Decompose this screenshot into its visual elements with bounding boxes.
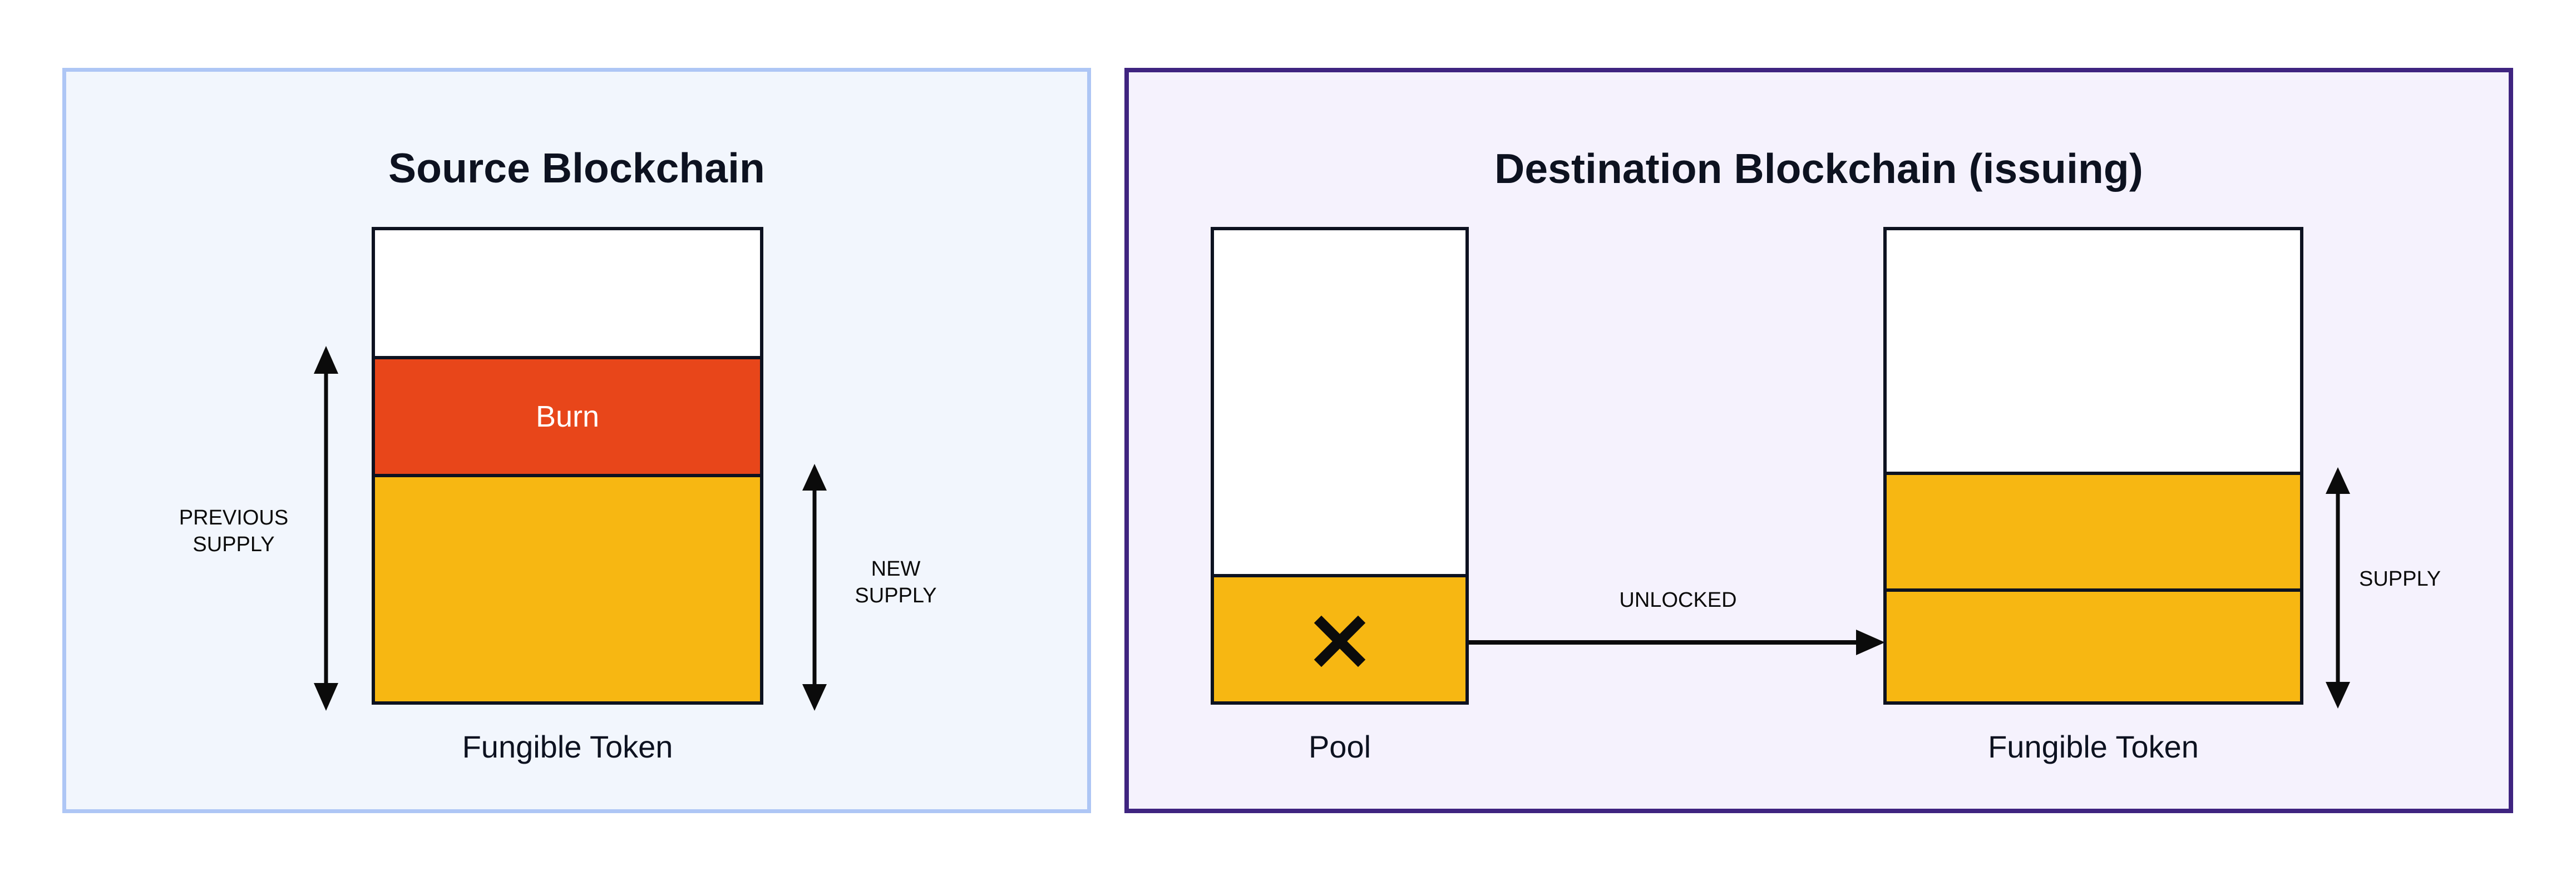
source-token-caption: Fungible Token xyxy=(462,729,673,764)
unlocked-label: UNLOCKED xyxy=(1619,588,1737,612)
pool-bar-segment-unlocked xyxy=(1214,574,1465,701)
unlocked-flow-arrow xyxy=(1469,630,1885,655)
x-mark-icon xyxy=(1314,615,1366,667)
source-panel-title: Source Blockchain xyxy=(388,145,765,191)
new-supply-label: NEW SUPPLY xyxy=(855,557,937,607)
supply-label: SUPPLY xyxy=(2359,567,2441,591)
pool-bar-segment-empty xyxy=(1214,230,1465,574)
source-fungible-token-bar: Burn xyxy=(372,227,763,705)
destination-pool-bar xyxy=(1211,227,1469,705)
destination-bar-segment-minted xyxy=(1887,472,2300,588)
source-bar-segment-remaining xyxy=(375,474,760,701)
previous-supply-label: PREVIOUS SUPPLY xyxy=(179,506,289,556)
source-bar-segment-burn: Burn xyxy=(375,356,760,474)
pool-caption: Pool xyxy=(1308,729,1371,764)
burn-segment-label: Burn xyxy=(535,400,600,433)
previous-supply-arrow xyxy=(314,346,338,711)
destination-bar-segment-empty xyxy=(1887,230,2300,472)
destination-bar-segment-existing xyxy=(1887,588,2300,701)
source-bar-segment-empty xyxy=(375,230,760,356)
destination-panel-title: Destination Blockchain (issuing) xyxy=(1494,145,2143,192)
supply-arrow xyxy=(2326,467,2350,709)
new-supply-arrow xyxy=(802,464,827,711)
destination-fungible-token-bar xyxy=(1883,227,2303,705)
destination-token-caption: Fungible Token xyxy=(1988,729,2199,764)
